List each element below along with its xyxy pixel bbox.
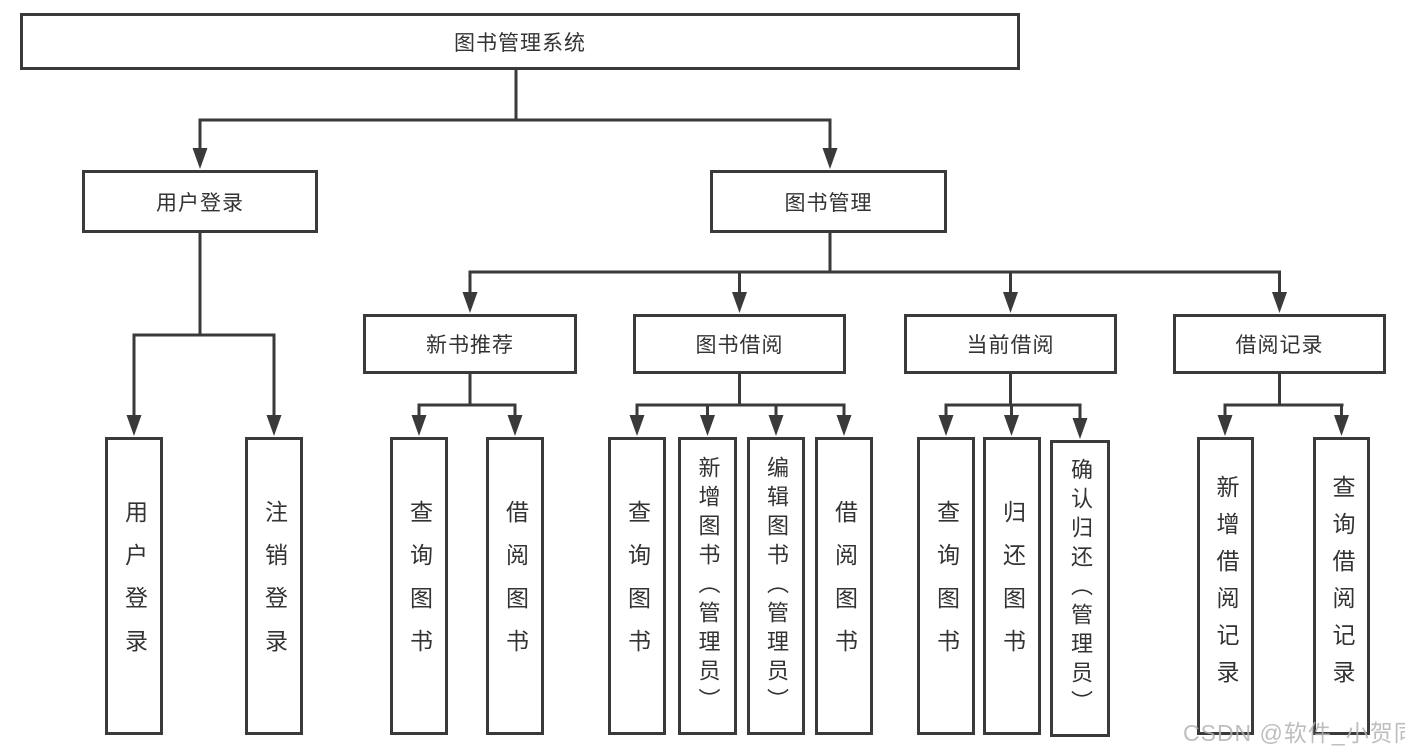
leaf-borrow-books-borrowing-label: 借阅图书: [831, 500, 858, 672]
arrow-down-icon: [1072, 418, 1088, 439]
leaf-query-borrow-record-label: 查询借阅记录: [1329, 475, 1355, 697]
arrow-down-icon: [836, 415, 852, 436]
node-current-borrowing-label: 当前借阅: [966, 334, 1055, 357]
watermark-text: CSDN @软件_小贺同学: [1183, 720, 1405, 746]
arrow-down-icon: [938, 415, 954, 436]
node-root-label: 图书管理系统: [454, 31, 586, 55]
arrow-down-icon: [1217, 415, 1233, 436]
leaf-query-books-current: 查询图书: [917, 437, 975, 735]
node-root: 图书管理系统: [20, 13, 1020, 70]
node-new-book-recommend: 新书推荐: [363, 314, 577, 374]
leaf-logout-label: 注销登录: [261, 500, 288, 672]
leaf-borrow-books-recommend: 借阅图书: [486, 437, 544, 735]
leaf-add-books-admin: 新增图书（管理员）: [678, 437, 737, 735]
arrow-down-icon: [192, 148, 208, 169]
leaf-query-books-recommend-label: 查询图书: [406, 500, 433, 672]
leaf-borrow-books-borrowing: 借阅图书: [815, 437, 873, 735]
node-book-management: 图书管理: [710, 170, 947, 233]
leaf-user-login: 用户登录: [105, 437, 163, 735]
node-user-login-label: 用户登录: [156, 191, 244, 215]
node-user-login: 用户登录: [82, 170, 318, 233]
arrow-down-icon: [822, 148, 838, 169]
leaf-edit-books-admin-label: 编辑图书（管理员）: [764, 455, 789, 717]
leaf-return-books: 归还图书: [983, 437, 1041, 735]
node-new-book-recommend-label: 新书推荐: [426, 334, 514, 357]
leaf-query-books-current-label: 查询图书: [933, 500, 960, 672]
leaf-confirm-return-admin-label: 确认归还（管理员）: [1068, 458, 1093, 719]
arrow-down-icon: [700, 415, 715, 436]
arrow-down-icon: [1272, 292, 1287, 313]
leaf-query-borrow-record: 查询借阅记录: [1313, 437, 1370, 735]
leaf-query-books-borrowing-label: 查询图书: [624, 500, 651, 672]
node-book-management-label: 图书管理: [784, 191, 873, 215]
leaf-query-books-borrowing: 查询图书: [608, 437, 666, 735]
leaf-confirm-return-admin: 确认归还（管理员）: [1050, 440, 1110, 737]
leaf-add-borrow-record: 新增借阅记录: [1197, 437, 1254, 735]
leaf-add-books-admin-label: 新增图书（管理员）: [695, 455, 721, 717]
arrow-down-icon: [1003, 292, 1018, 313]
node-current-borrowing: 当前借阅: [904, 314, 1117, 374]
arrow-down-icon: [411, 415, 427, 436]
leaf-logout: 注销登录: [245, 437, 303, 735]
arrow-down-icon: [507, 415, 523, 436]
arrow-down-icon: [1004, 415, 1019, 436]
leaf-edit-books-admin: 编辑图书（管理员）: [747, 437, 805, 735]
arrow-down-icon: [126, 415, 142, 436]
node-book-borrowing: 图书借阅: [633, 314, 846, 374]
leaf-user-login-label: 用户登录: [121, 500, 148, 672]
node-borrowing-records-label: 借阅记录: [1235, 334, 1324, 357]
arrow-down-icon: [768, 415, 784, 436]
arrow-down-icon: [266, 415, 282, 436]
node-book-borrowing-label: 图书借阅: [695, 334, 784, 357]
leaf-borrow-books-recommend-label: 借阅图书: [502, 500, 529, 672]
leaf-query-books-recommend: 查询图书: [390, 437, 448, 735]
leaf-add-borrow-record-label: 新增借阅记录: [1213, 475, 1239, 697]
arrow-down-icon: [1334, 415, 1349, 436]
arrow-down-icon: [462, 292, 478, 313]
arrow-down-icon: [732, 292, 747, 313]
arrow-down-icon: [629, 415, 645, 436]
node-borrowing-records: 借阅记录: [1173, 314, 1386, 374]
leaf-return-books-label: 归还图书: [999, 500, 1026, 672]
